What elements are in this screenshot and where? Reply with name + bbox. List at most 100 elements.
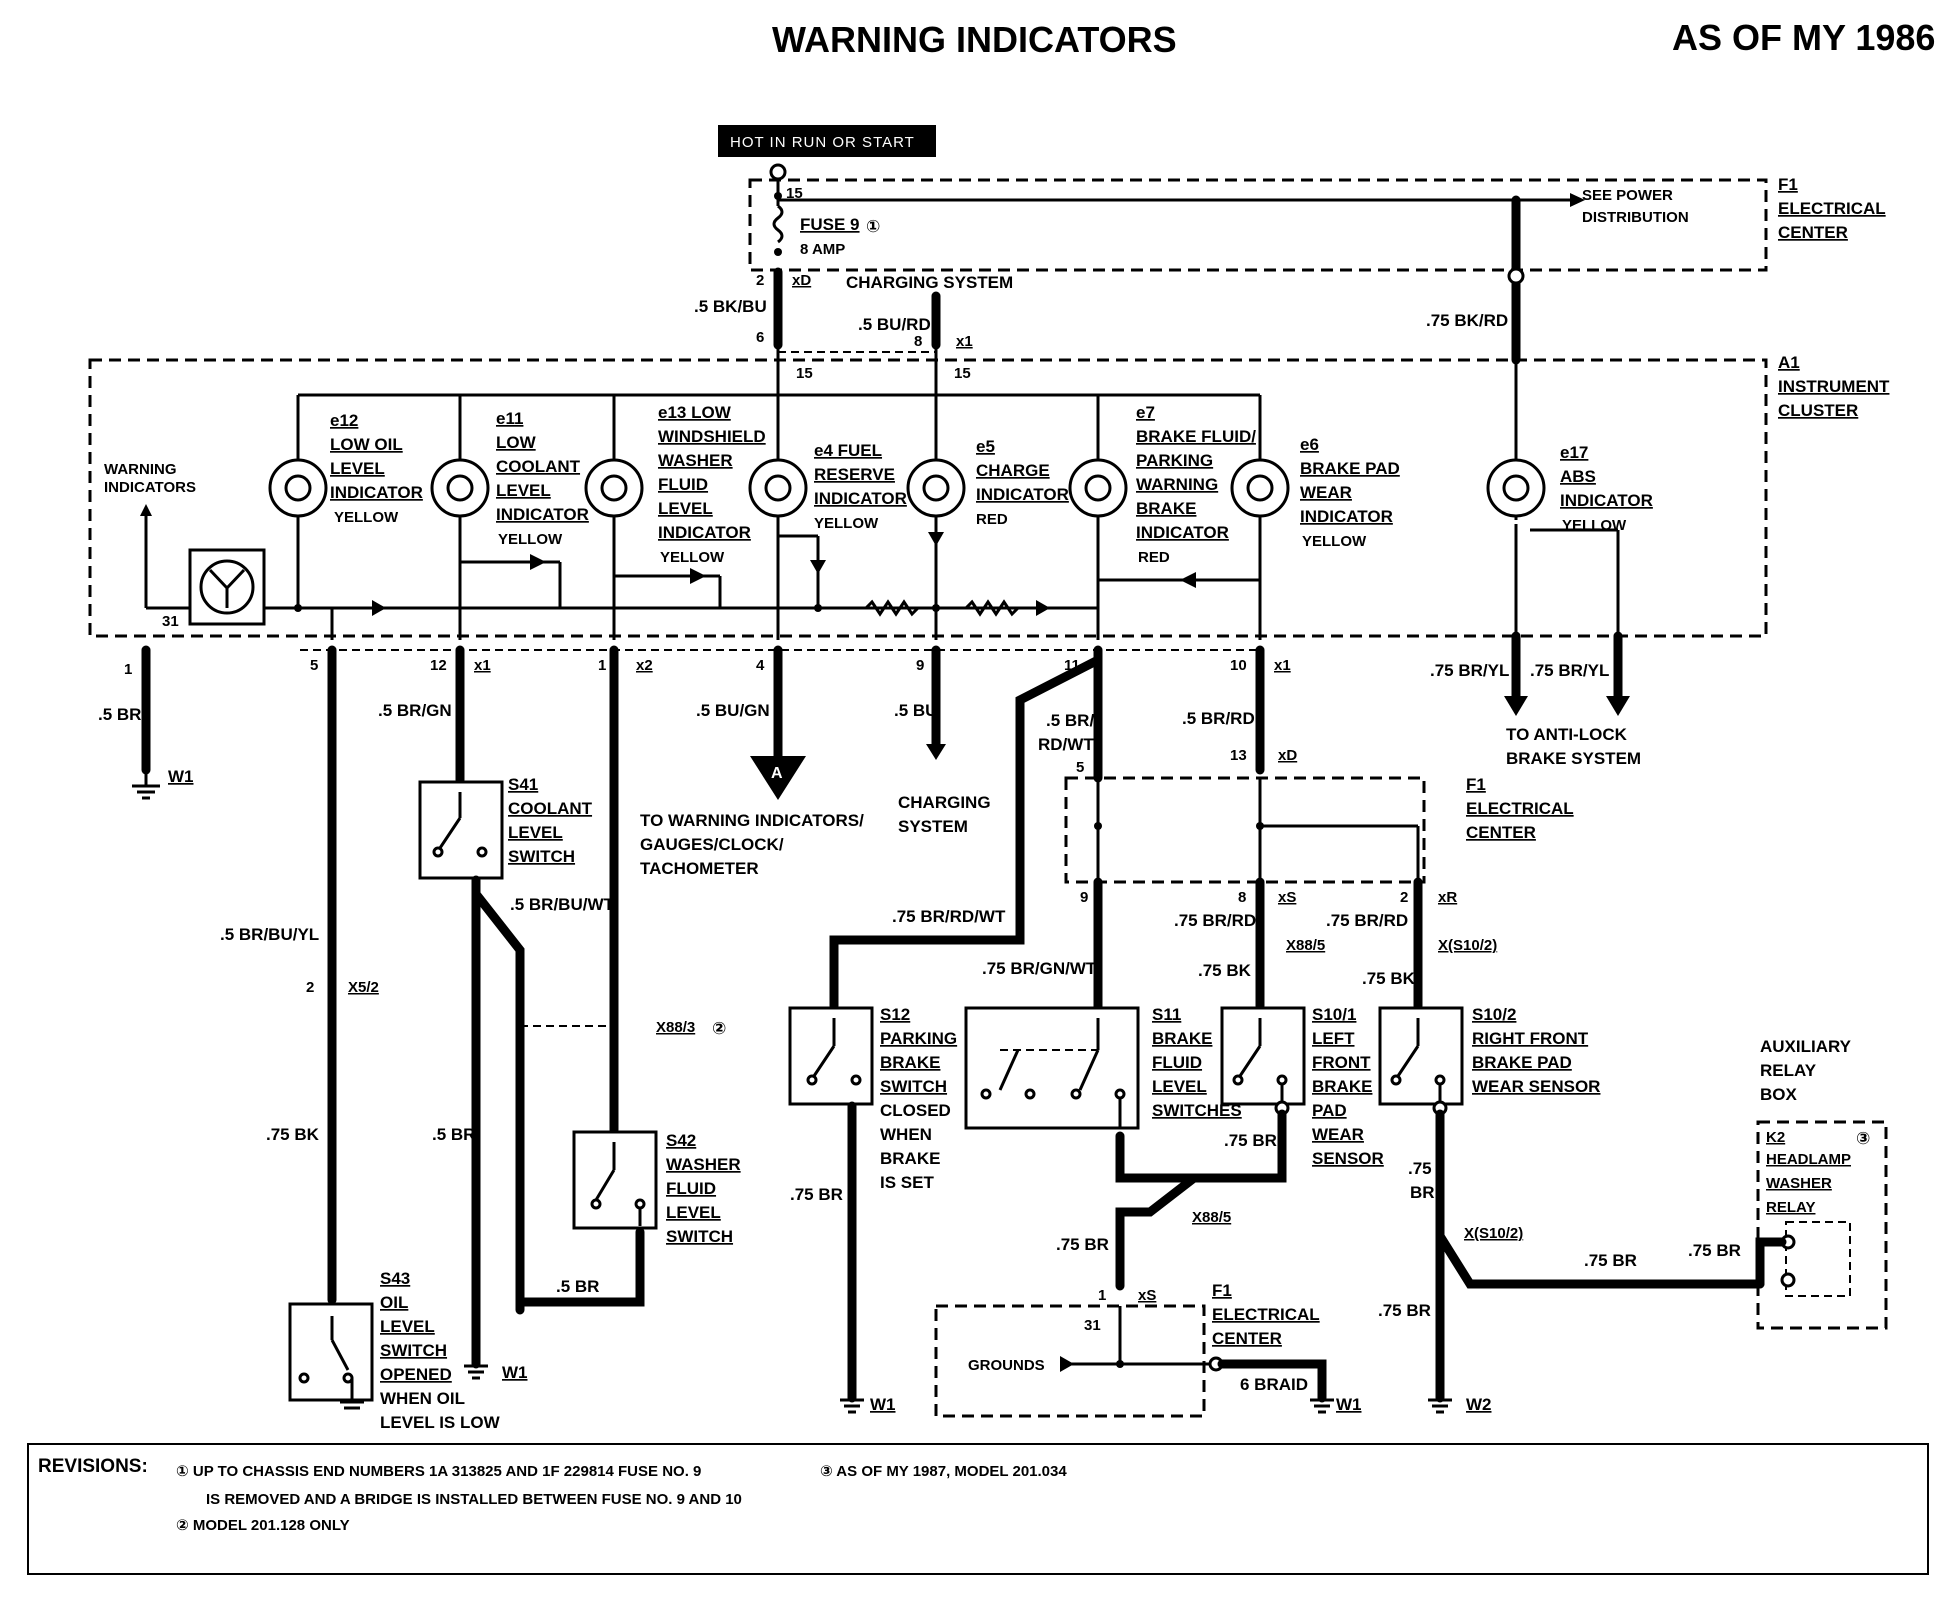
- charging-system-1: CHARGING: [898, 793, 991, 812]
- f1-top-label-1: F1: [1778, 175, 1798, 194]
- wire-05bu: .5 BU: [894, 701, 937, 720]
- anti-lock-2: BRAKE SYSTEM: [1506, 749, 1641, 768]
- s43-7: LEVEL IS LOW: [380, 1413, 501, 1432]
- s102-4: WEAR SENSOR: [1472, 1077, 1600, 1096]
- pin-6: 6: [756, 329, 764, 346]
- ground-w1-c-label: W1: [870, 1395, 896, 1414]
- indicator-e4: e4 FUEL RESERVE INDICATOR YELLOW: [748, 395, 907, 640]
- indicator-e12-id: e12: [330, 411, 358, 430]
- indicator-e4-line2: INDICATOR: [814, 489, 907, 508]
- indicator-e12-line2: LEVEL: [330, 459, 385, 478]
- indicator-e12-line3: INDICATOR: [330, 483, 423, 502]
- s12-3: BRAKE: [880, 1053, 940, 1072]
- indicator-e7-line4: BRAKE: [1136, 499, 1196, 518]
- s41-1: S41: [508, 775, 538, 794]
- f1-bottom-2: ELECTRICAL: [1212, 1305, 1320, 1324]
- to-warning-1: TO WARNING INDICATORS/: [640, 811, 864, 830]
- wire-075bk-s43: .75 BK: [266, 1125, 320, 1144]
- indicator-e12-color: YELLOW: [334, 509, 399, 526]
- indicator-e6: e6 BRAKE PAD WEAR INDICATOR YELLOW: [1230, 395, 1400, 640]
- s12-4: SWITCH: [880, 1077, 947, 1096]
- s102-1: S10/2: [1472, 1005, 1516, 1024]
- s101-3: FRONT: [1312, 1053, 1371, 1072]
- hot-label-box: [718, 125, 936, 157]
- s43-5: OPENED: [380, 1365, 452, 1384]
- switch-s10-1: [1220, 1006, 1306, 1106]
- f1-top-label-3: CENTER: [1778, 223, 1848, 242]
- pin-2-xd: 2: [756, 272, 764, 289]
- indicator-e7-line2: PARKING: [1136, 451, 1213, 470]
- indicator-e13-color: YELLOW: [660, 549, 725, 566]
- wire-05br-s41: .5 BR: [432, 1125, 475, 1144]
- k2-relay-box: [1785, 1221, 1851, 1297]
- wire-075brrd-b: .75 BR/RD: [1326, 911, 1408, 930]
- indicator-e4-id: e4 FUEL: [814, 441, 882, 460]
- indicator-e11-line3: LEVEL: [496, 481, 551, 500]
- revision-1a: ① UP TO CHASSIS END NUMBERS 1A 313825 AN…: [176, 1463, 701, 1480]
- indicator-e4-color: YELLOW: [814, 515, 879, 532]
- k2-3: WASHER: [1766, 1175, 1832, 1192]
- s11-4: LEVEL: [1152, 1077, 1207, 1096]
- conn-x1-a: x1: [474, 657, 491, 674]
- indicator-e4-line1: RESERVE: [814, 465, 895, 484]
- conn-xd-top: xD: [792, 272, 811, 289]
- s43-4: SWITCH: [380, 1341, 447, 1360]
- pin-13-xd: 13: [1230, 747, 1247, 764]
- s43-3: LEVEL: [380, 1317, 435, 1336]
- indicator-e13-line1: WINDSHIELD: [658, 427, 766, 446]
- conn-xs102-b: X(S10/2): [1464, 1225, 1523, 1242]
- fuse-note: ①: [866, 217, 880, 236]
- a1-label-2: INSTRUMENT: [1778, 377, 1890, 396]
- conn-x52: X5/2: [348, 979, 379, 996]
- switch-s11: [964, 1006, 1140, 1130]
- aux-relay-2: RELAY: [1760, 1061, 1817, 1080]
- wire-05burd: .5 BU/RD: [858, 315, 931, 334]
- ground-w2-label: W2: [1466, 1395, 1492, 1414]
- indicator-e5-line1: CHARGE: [976, 461, 1050, 480]
- indicator-e12: e12 LOW OIL LEVEL INDICATOR YELLOW: [268, 395, 423, 606]
- a1-instrument-cluster-box: [88, 358, 1768, 638]
- conn-x885-a: X88/5: [1286, 937, 1325, 954]
- f1-mid-box: [1064, 776, 1426, 884]
- anti-lock-1: TO ANTI-LOCK: [1506, 725, 1628, 744]
- indicator-e13: e13 LOW WINDSHIELD WASHER FLUID LEVEL IN…: [584, 395, 766, 640]
- s102-3: BRAKE PAD: [1472, 1053, 1572, 1072]
- indicator-e7: e7 BRAKE FLUID/ PARKING WARNING BRAKE IN…: [1068, 395, 1256, 640]
- s101-2: LEFT: [1312, 1029, 1355, 1048]
- fuse-symbol: [772, 204, 784, 244]
- indicator-e5-id: e5: [976, 437, 995, 456]
- diagram-title: WARNING INDICATORS: [772, 19, 1177, 60]
- s11-1: S11: [1152, 1005, 1181, 1024]
- s42-2: WASHER: [666, 1155, 741, 1174]
- revision-1b: IS REMOVED AND A BRIDGE IS INSTALLED BET…: [206, 1491, 742, 1508]
- indicator-e6-color: YELLOW: [1302, 533, 1367, 550]
- conn-x2: x2: [636, 657, 653, 674]
- wire-075br-k2b: .75 BR: [1688, 1241, 1741, 1260]
- indicator-e13-line2: WASHER: [658, 451, 733, 470]
- a1-label-3: CLUSTER: [1778, 401, 1858, 420]
- conn-x883: X88/3: [656, 1019, 695, 1036]
- charging-top: CHARGING SYSTEM: [846, 273, 1013, 292]
- indicator-e17-line1: ABS: [1560, 467, 1596, 486]
- wire-05brbuyl: .5 BR/BU/YL: [220, 925, 319, 944]
- indicator-e13-line3: FLUID: [658, 475, 708, 494]
- s43-1: S43: [380, 1269, 410, 1288]
- s12-5: CLOSED: [880, 1101, 951, 1120]
- wire-05brrdwt-2: RD/WT: [1038, 735, 1094, 754]
- s42-3: FLUID: [666, 1179, 716, 1198]
- s101-1: S10/1: [1312, 1005, 1356, 1024]
- revision-3: ③ AS OF MY 1987, MODEL 201.034: [820, 1463, 1067, 1480]
- indicator-e5: e5 CHARGE INDICATOR RED: [906, 395, 1069, 640]
- ground-w1-c: [840, 1398, 864, 1414]
- s12-2: PARKING: [880, 1029, 957, 1048]
- indicator-e17-id: e17: [1560, 443, 1588, 462]
- braid-label: 6 BRAID: [1240, 1375, 1308, 1394]
- indicator-e6-line2: WEAR: [1300, 483, 1352, 502]
- indicator-e13-id: e13 LOW: [658, 403, 732, 422]
- indicator-e11-color: YELLOW: [498, 531, 563, 548]
- s41-4: SWITCH: [508, 847, 575, 866]
- pin-1-xs: 1: [1098, 1287, 1106, 1304]
- indicator-e7-line5: INDICATOR: [1136, 523, 1229, 542]
- k2-note: ③: [1856, 1129, 1870, 1148]
